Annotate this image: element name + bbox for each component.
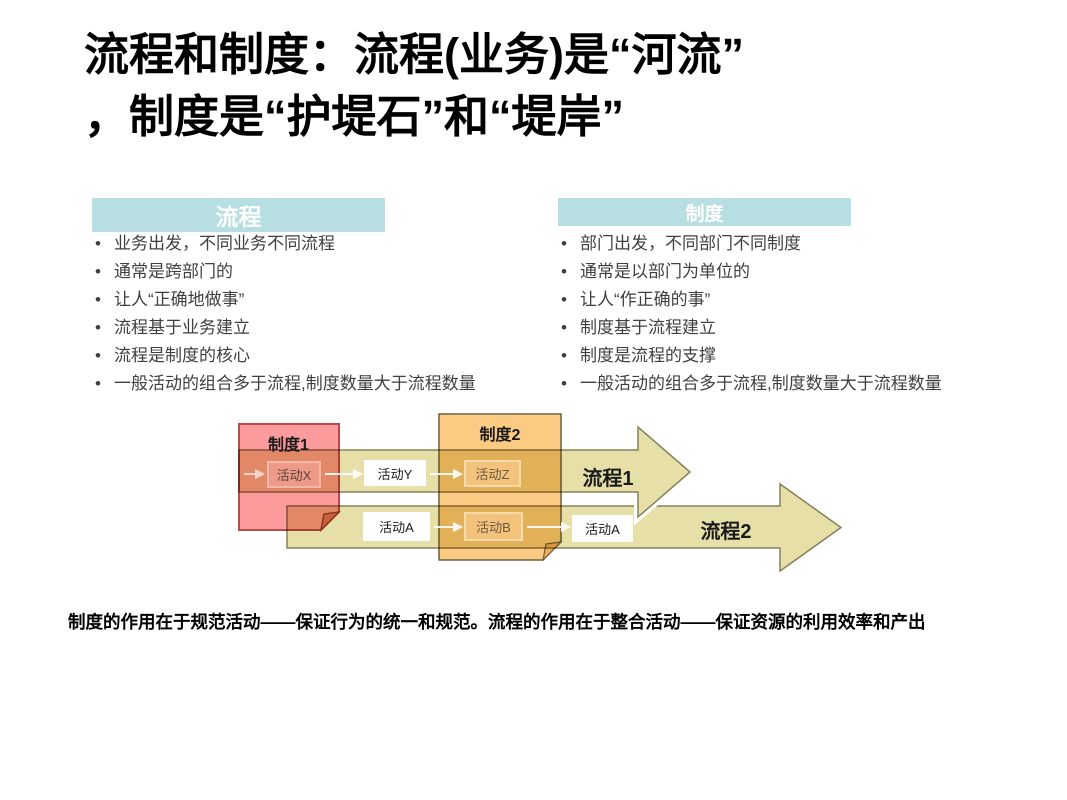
process-panel-header-label: 流程 (215, 204, 262, 230)
list-item-text: 让人“正确地做事” (114, 290, 245, 309)
folded-corner-icon (542, 541, 563, 562)
activity-box: 活动A (572, 515, 633, 542)
process-panel-header: 流程 (92, 198, 385, 232)
policy-panel-header: 制度 (558, 198, 851, 226)
flow1-label: 流程1 (582, 468, 634, 490)
activity-box: 活动B (464, 512, 523, 541)
list-item: 制度基于流程建立 (558, 317, 950, 339)
list-item: 业务出发，不同业务不同流程 (92, 233, 562, 255)
list-item-text: 部门出发，不同部门不同制度 (580, 234, 801, 253)
list-item: 通常是跨部门的 (92, 261, 562, 283)
activity-box: 活动A (363, 512, 430, 541)
list-item-text: 通常是跨部门的 (114, 262, 233, 281)
list-item-text: 通常是以部门为单位的 (580, 262, 750, 281)
activity-connectors-icon (244, 468, 572, 533)
list-item-text: 制度是流程的支撑 (580, 346, 716, 365)
list-item-text: 业务出发，不同业务不同流程 (114, 234, 335, 253)
activity-box: 活动Z (464, 460, 521, 487)
list-item: 一般活动的组合多于流程,制度数量大于流程数量 (558, 373, 950, 395)
policy-bullet-list: 部门出发，不同部门不同制度 通常是以部门为单位的 让人“作正确的事” 制度基于流… (558, 233, 950, 401)
folded-corner-icon (319, 510, 341, 533)
process-bullet-list: 业务出发，不同业务不同流程 通常是跨部门的 让人“正确地做事” 流程基于业务建立… (92, 233, 562, 401)
list-item: 通常是以部门为单位的 (558, 261, 950, 283)
list-item-text: 流程基于业务建立 (114, 318, 250, 337)
list-item: 制度是流程的支撑 (558, 345, 950, 367)
list-item: 部门出发，不同部门不同制度 (558, 233, 950, 255)
list-item-text: 制度基于流程建立 (580, 318, 716, 337)
activity-box: 活动X (267, 461, 321, 488)
process-policy-diagram: 制度1 制度2 活动X 活动Y 活动Z 活动A 活动B 活动A (230, 405, 870, 595)
list-item-text: 一般活动的组合多于流程,制度数量大于流程数量 (114, 374, 476, 393)
page-title-line2: ，制度是“护堤石”和“堤岸” (84, 91, 625, 142)
list-item: 一般活动的组合多于流程,制度数量大于流程数量 (92, 373, 562, 395)
page-title-line1: 流程和制度：流程(业务)是“河流” (84, 29, 744, 80)
list-item-text: 一般活动的组合多于流程,制度数量大于流程数量 (580, 374, 942, 393)
list-item: 流程是制度的核心 (92, 345, 562, 367)
activity-box: 活动Y (364, 460, 426, 486)
conclusion-caption: 制度的作用在于规范活动——保证行为的统一和规范。流程的作用在于整合活动——保证资… (68, 612, 926, 632)
policy1-note-title: 制度1 (268, 437, 309, 454)
flow2-label: 流程2 (700, 521, 752, 543)
policy-panel-header-label: 制度 (685, 203, 724, 225)
list-item: 让人“正确地做事” (92, 289, 562, 311)
list-item-text: 流程是制度的核心 (114, 346, 250, 365)
list-item: 流程基于业务建立 (92, 317, 562, 339)
policy2-note-title: 制度2 (479, 427, 521, 444)
page-title: 流程和制度：流程(业务)是“河流” ，制度是“护堤石”和“堤岸” (84, 24, 1004, 148)
list-item: 让人“作正确的事” (558, 289, 950, 311)
list-item-text: 让人“作正确的事” (580, 290, 711, 309)
